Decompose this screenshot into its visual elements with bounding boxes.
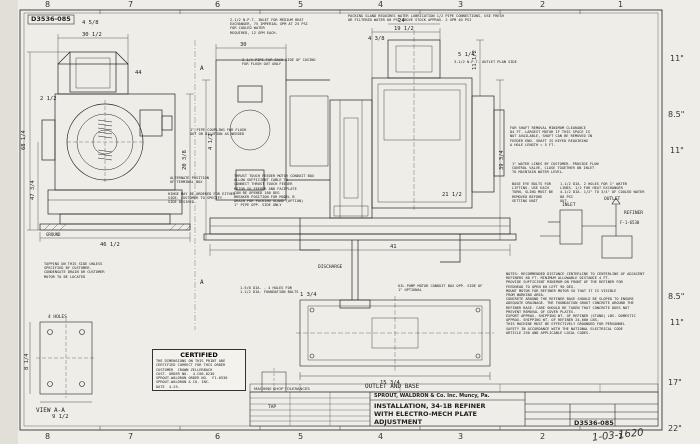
- certified-stamp: CERTIFIED THE DIMENSIONS ON THIS PRINT A…: [152, 349, 246, 391]
- zone-bottom-3: 3: [458, 432, 464, 441]
- dim-12: 11 1/2: [472, 50, 478, 70]
- ground-label: GROUND: [46, 232, 61, 237]
- dim-17: 9 1/2: [52, 414, 69, 420]
- note-eye-bolts: BASE EYE BOLTS FOR LIFTING. USE EACH TUR…: [512, 182, 554, 203]
- dim-11: 19 1/2: [394, 26, 414, 32]
- note-packing-gland: PACKING GLAND REQUIRES WATER LUBRICATION…: [348, 14, 504, 23]
- dim-2: 30 1/2: [82, 32, 102, 38]
- note-shaft-removal: FOR SHAFT REMOVAL MINIMUM CLEARANCE 84 F…: [510, 126, 593, 147]
- certified-body: THE DIMENSIONS ON THIS PRINT ARE CERTIFI…: [156, 359, 228, 389]
- zone-bottom-1: 1: [618, 432, 624, 441]
- note-general-notes: NOTES: RECOMMENDED DISTANCE CENTERLINE T…: [506, 272, 645, 335]
- side-elevation-view: [203, 30, 517, 309]
- certified-title: CERTIFIED: [180, 351, 218, 359]
- note-pipe-tap: 3-1/4 PIPE TAP EACH SIDE OF CASING FOR F…: [242, 58, 316, 67]
- dim-18: 8 1/4: [24, 353, 30, 370]
- outlet-and-base-view: [296, 296, 494, 380]
- margin-mark-3: 11": [670, 146, 684, 155]
- dim-10: 24: [398, 18, 405, 24]
- company-name: SPROUT, WALDRON & Co. Inc. Muncy, Pa.: [374, 393, 490, 399]
- dim-6: 47 3/4: [30, 179, 36, 200]
- note-feeder-motor: THRUST TOUCH FEEDER MOTOR CONDUIT BOX AL…: [234, 174, 315, 208]
- tap-label: TAP: [268, 404, 276, 410]
- dim-9: 30: [240, 42, 247, 48]
- dim-16: 41: [390, 244, 397, 250]
- zone-top-8: 8: [45, 0, 51, 9]
- dim-14: 5 1/4: [458, 52, 475, 58]
- dim-15: 21 1/2: [442, 192, 462, 198]
- note-water-lines: 1" WATER LINES BY CUSTOMER. PROVIDE FLOW…: [512, 162, 599, 175]
- inlet-label: INLET: [562, 202, 576, 208]
- end-view-dimensions: [27, 34, 194, 242]
- margin-mark-1: 11": [670, 54, 684, 63]
- dim-13: 4 3/8: [368, 36, 385, 42]
- outer-border: [19, 9, 663, 431]
- margin-mark-7: 22": [668, 424, 682, 433]
- holes-label: 4 HOLES: [48, 314, 67, 320]
- note-outlet-plan-side: 3-1/2 N.P.T. OUTLET PLAN SIDE: [454, 60, 517, 64]
- note-foundation-bolts: 1-5/8 DIA. - 4 HOLES FOR 1-1/2 DIA. FOUN…: [240, 286, 299, 295]
- dim-20: 4 1/2: [208, 133, 214, 150]
- zone-top-3: 3: [458, 0, 464, 9]
- margin-mark-6: 17": [668, 378, 682, 387]
- dim-1: 4 5/8: [82, 20, 99, 26]
- bolt-hole-detail: [29, 318, 96, 403]
- corner-number-box: [27, 14, 75, 25]
- margin-mark-5: 11": [670, 318, 684, 327]
- note-pipe-coupling: 1" PIPE COUPLING FOR FLUSH OUT OR DILUTI…: [190, 128, 247, 137]
- discharge-label: DISCHARGE: [318, 264, 343, 270]
- outlet-label: OUTLET: [604, 196, 621, 202]
- drawing-title-line2: WITH ELECTRO-MECH PLATE: [374, 410, 477, 418]
- note-hinge: HINGE MAY BE ORDERED FOR EITHER SIDE. CU…: [168, 192, 236, 205]
- zone-bottom-8: 8: [45, 432, 51, 441]
- view-labels: VIEW A-A OUTLET AND BASE INLET OUTLET RE…: [36, 65, 643, 414]
- dim-4: 2 1/2: [40, 96, 57, 102]
- dimension-labels: 4 5/8 30 1/2 44 2 1/2 68 1/4 47 3/4 46 1…: [21, 18, 505, 420]
- zone-bottom-2: 2: [540, 432, 546, 441]
- dim-22: 1 3/4: [300, 292, 317, 298]
- corner-drawing-number: D3536-085: [31, 15, 71, 23]
- zone-bottom-7: 7: [128, 432, 134, 441]
- margin-mark-2: 8.5": [668, 110, 685, 119]
- dim-21: 39 3/4: [499, 149, 505, 170]
- piping-schematic: [540, 197, 633, 259]
- title-block-number: D3536-085: [574, 419, 614, 427]
- zone-bottom-6: 6: [215, 432, 221, 441]
- view-aa-label: VIEW A-A: [36, 407, 65, 414]
- title-block: [249, 383, 659, 427]
- dim-8: 20 3/8: [182, 150, 188, 170]
- note-heat-exchanger-inlet: 2-1/2 N.P.T. INLET FOR MEDIUM HEAT EXCHA…: [230, 18, 308, 35]
- zone-bottom-5: 5: [298, 432, 304, 441]
- note-tapping: TAPPING ON THIS SIDE UNLESS SPECIFIED BY…: [44, 262, 105, 279]
- zone-top-1: 1: [618, 0, 624, 9]
- drawing-title-line1: INSTALLATION, 34-1B REFINER: [374, 402, 486, 410]
- margin-mark-4: 8.5": [668, 292, 685, 301]
- dim-19: 15 3/4: [380, 380, 401, 386]
- note-alternate-terminal: ALTERNATE POSITION OF TERMINAL BOX: [170, 176, 209, 185]
- section-a-top: A: [200, 65, 204, 72]
- dim-3: 44: [135, 70, 142, 76]
- side-view-dimensions: [202, 23, 511, 256]
- zone-top-5: 5: [298, 0, 304, 9]
- note-oil-pump: OIL PUMP MOTOR CONDUIT BOX OPP. SIDE OF …: [398, 284, 483, 293]
- drawing-title-line3: ADJUSTMENT: [374, 418, 423, 426]
- outlet-base-label: OUTLET AND BASE: [365, 383, 420, 390]
- note-holes-water: 1-1/2 DIA. 2 HOLES FOR 1" WATER LINES. 1…: [560, 182, 645, 203]
- zone-top-6: 6: [215, 0, 221, 9]
- section-a-bottom: A: [200, 279, 204, 286]
- zone-top-4: 4: [378, 0, 384, 9]
- refiner-label: REFINER: [624, 210, 643, 216]
- tolerances-label: MACHINE SHOP TOLERANCES: [254, 386, 310, 391]
- dim-5: 68 1/4: [21, 129, 27, 150]
- zone-top-2: 2: [540, 0, 546, 9]
- end-elevation-view: [39, 51, 191, 231]
- dim-7: 46 1/2: [100, 242, 120, 248]
- zone-bottom-4: 4: [378, 432, 384, 441]
- dir-label: F-1-6530: [620, 220, 640, 225]
- zone-top-7: 7: [128, 0, 134, 9]
